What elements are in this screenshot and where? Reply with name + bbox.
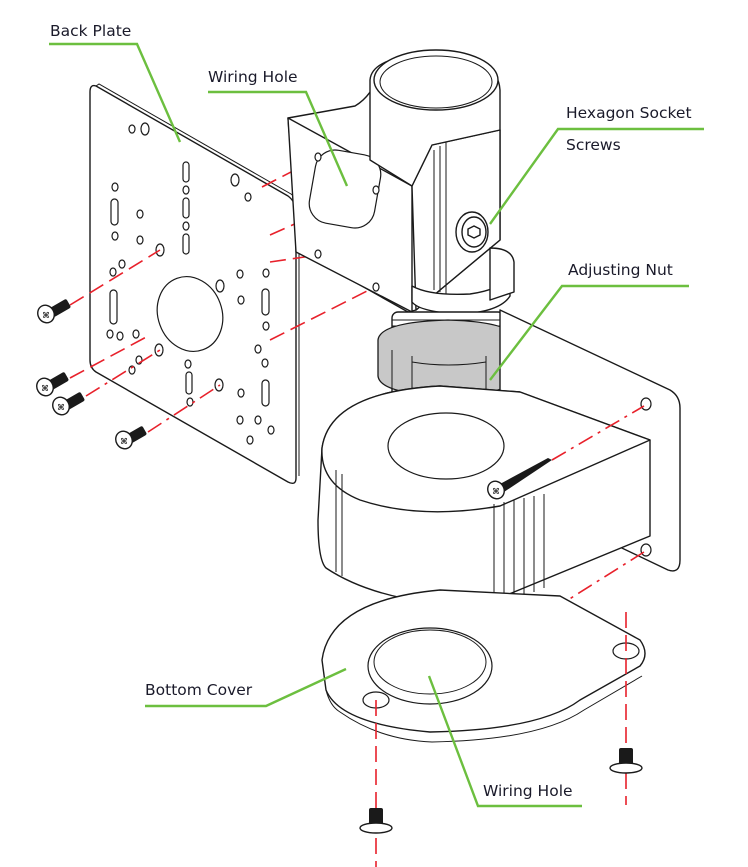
hexagon-socket-label-line2: Screws xyxy=(566,136,621,154)
back-plate-label: Back Plate xyxy=(50,22,131,40)
flat-head-screw-4: ⌘ xyxy=(115,426,147,450)
back-plate xyxy=(89,83,300,485)
label-bottom-cover: Bottom Cover xyxy=(145,667,347,708)
svg-text:⌘: ⌘ xyxy=(57,403,65,412)
wiring-hole-bottom-label: Wiring Hole xyxy=(483,782,573,800)
adjusting-nut-label: Adjusting Nut xyxy=(568,261,673,279)
label-wiring-hole-top: Wiring Hole xyxy=(208,68,349,187)
adjusting-nut-leader xyxy=(489,284,689,381)
back-plate-leader xyxy=(49,42,182,143)
flat-head-screws: ⌘ ⌘ ⌘ ⌘ xyxy=(36,249,221,450)
label-adjusting-nut: Adjusting Nut xyxy=(489,261,689,381)
junction-box xyxy=(317,309,681,607)
wiring-hole-top-leader xyxy=(208,90,349,187)
adjusting-nut xyxy=(377,319,517,397)
svg-text:⌘: ⌘ xyxy=(120,437,128,446)
bottom-cover xyxy=(321,589,646,743)
hexagon-socket-leader xyxy=(489,127,704,225)
label-hexagon-socket-screws: Hexagon Socket Screws xyxy=(489,104,704,225)
svg-text:⌘: ⌘ xyxy=(42,311,50,320)
svg-text:⌘: ⌘ xyxy=(492,487,500,496)
wiring-hole-bottom-leader xyxy=(427,675,582,808)
bottom-screw-1 xyxy=(359,808,393,834)
svg-text:⌘: ⌘ xyxy=(41,384,49,393)
bottom-cover-label: Bottom Cover xyxy=(145,681,253,699)
wood-screw-1: ⌘ xyxy=(487,458,552,500)
bottom-screws xyxy=(359,612,643,867)
bottom-screw-2 xyxy=(609,748,643,774)
flat-head-screw-2: ⌘ xyxy=(36,372,69,397)
mounting-bracket xyxy=(287,49,515,315)
hexagon-socket-screw xyxy=(455,211,489,253)
label-wiring-hole-bottom: Wiring Hole xyxy=(427,675,582,808)
back-plate-holes xyxy=(106,122,275,445)
flat-head-screw-3: ⌘ xyxy=(52,392,85,416)
flat-head-screw-1: ⌘ xyxy=(37,299,71,324)
bottom-cover-leader xyxy=(145,667,347,708)
wiring-hole-top-label: Wiring Hole xyxy=(208,68,298,86)
hexagon-socket-label-line1: Hexagon Socket xyxy=(566,104,692,122)
label-back-plate: Back Plate xyxy=(49,22,182,143)
